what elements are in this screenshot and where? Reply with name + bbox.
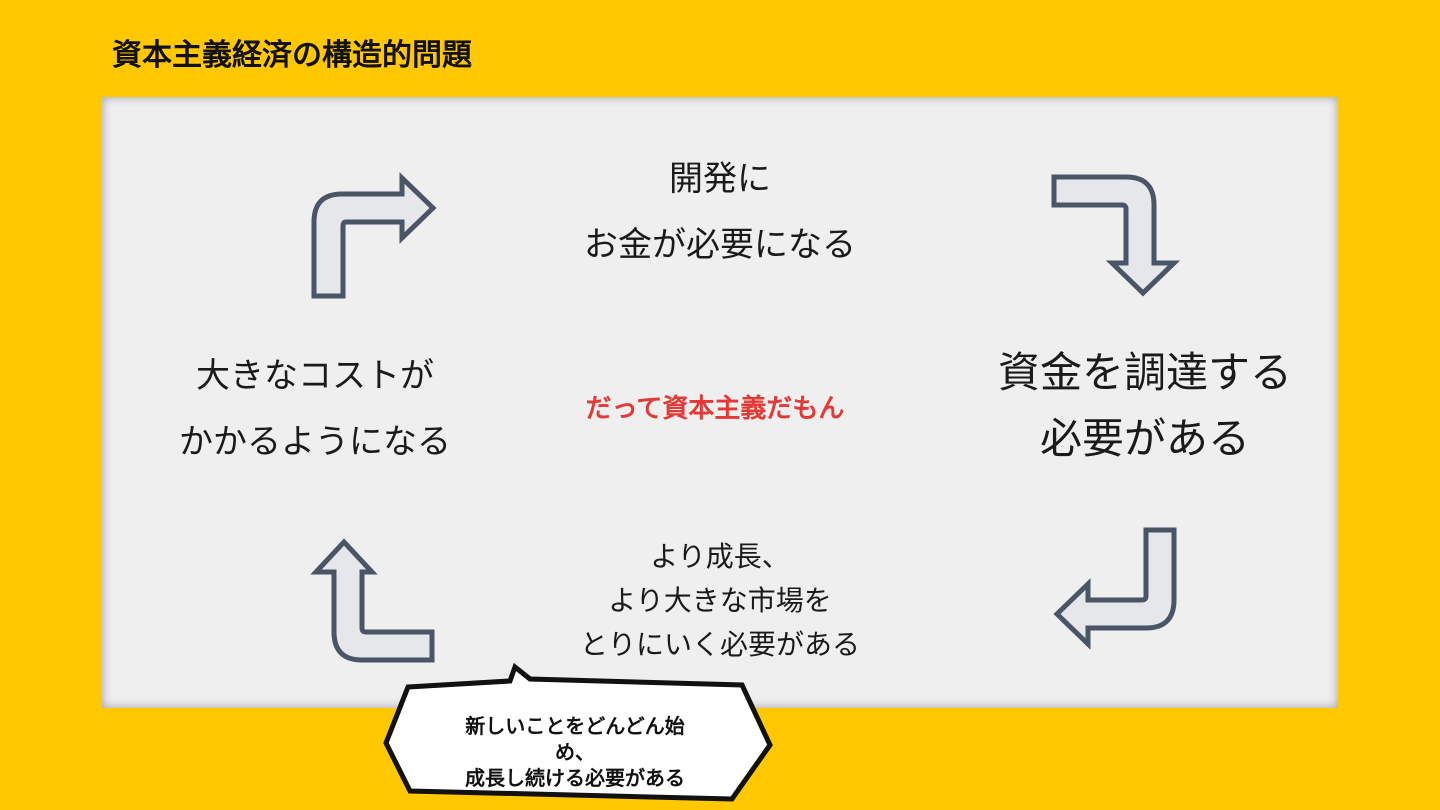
speech-bubble-line: め、 [555, 740, 595, 764]
arrow-bottom-right-icon [1053, 527, 1177, 650]
center-caption: だって資本主義だもん [585, 394, 845, 424]
arrow-top-right-icon [1051, 174, 1181, 297]
cycle-step-bottom-line: とりにいく必要がある [579, 628, 860, 661]
page-title: 資本主義経済の構造的問題 [112, 38, 472, 73]
speech-bubble [383, 662, 773, 802]
cycle-step-bottom-line: より成長、 [650, 540, 790, 573]
speech-bubble-text: 新しいことをどんどん始 め、 成長し続ける必要がある [420, 713, 730, 791]
cycle-step-left-line: かかるようになる [179, 422, 451, 462]
cycle-step-bottom: より成長、 より大きな市場を とりにいく必要がある [520, 535, 920, 667]
speech-bubble-line: 成長し続ける必要がある [465, 766, 685, 790]
cycle-step-left: 大きなコストが かかるようになる [140, 343, 490, 475]
cycle-step-bottom-line: より大きな市場を [608, 584, 832, 617]
cycle-step-right: 資金を調達する 必要がある [960, 340, 1330, 472]
cycle-step-left-line: 大きなコストが [196, 356, 434, 396]
speech-bubble-line: 新しいことをどんどん始 [465, 714, 685, 738]
cycle-step-top-line: 開発に [669, 159, 771, 199]
arrow-bottom-left-icon [310, 538, 435, 663]
cycle-step-right-line: 資金を調達する [997, 348, 1292, 397]
arrow-top-left-icon [311, 172, 437, 299]
cycle-step-top: 開発に お金が必要になる [520, 146, 920, 278]
cycle-step-top-line: お金が必要になる [584, 225, 856, 265]
cycle-step-right-line: 必要がある [1039, 414, 1250, 463]
